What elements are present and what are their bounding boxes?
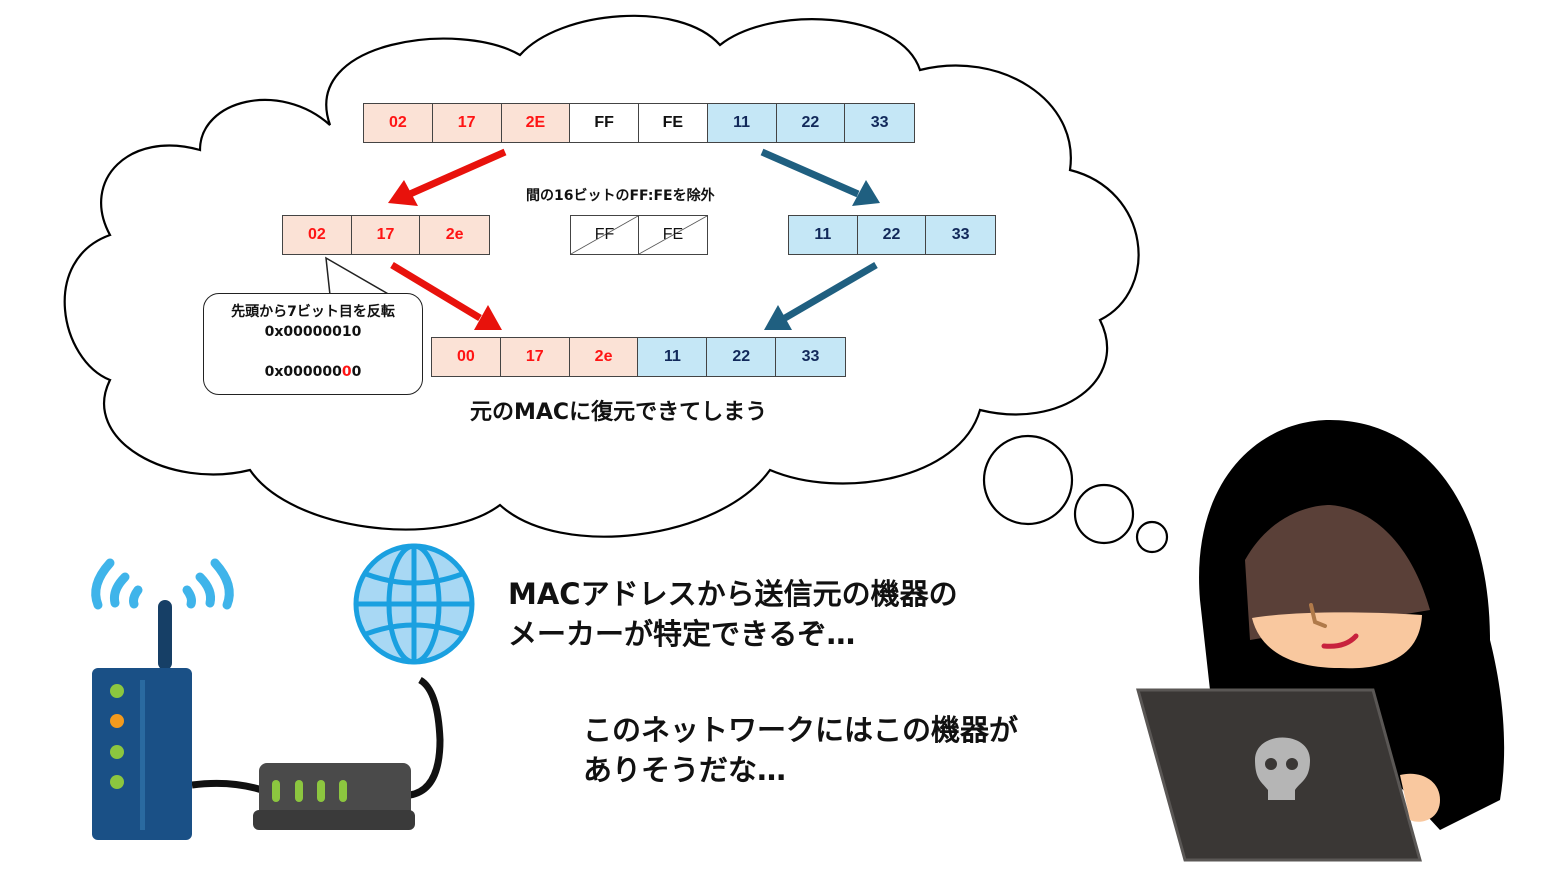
mac-byte: 00	[432, 338, 501, 376]
arrow-vendor-split	[388, 148, 507, 206]
arrow-vendor-restore	[390, 262, 502, 330]
vendor-part-row: 02 17 2e	[282, 215, 490, 255]
callout-tail	[325, 256, 391, 296]
after-prefix: 0x000000	[264, 364, 342, 380]
callout-before: 0x00000010	[264, 324, 362, 340]
thought-text-1: MACアドレスから送信元の機器の メーカーが特定できるぞ…	[508, 574, 958, 654]
restored-mac-row: 00 17 2e 11 22 33	[431, 337, 846, 377]
thought-line: メーカーが特定できるぞ…	[508, 617, 856, 651]
mac-byte: FF	[570, 104, 639, 142]
arrow-host-split	[760, 148, 880, 206]
mac-byte: 2e	[420, 216, 489, 254]
removed-bytes-row: FF FE	[570, 215, 708, 255]
bit-flip-callout: 先頭から7ビット目を反転 0x00000010 0x00000000	[203, 293, 423, 395]
mac-byte: 33	[845, 104, 914, 142]
thought-bubble-small	[1135, 520, 1169, 554]
thought-bubble-medium	[1073, 483, 1135, 545]
thought-text-2: このネットワークにはこの機器が ありそうだな…	[583, 710, 1018, 790]
thought-cloud	[63, 14, 1140, 538]
host-part-row: 11 22 33	[788, 215, 996, 255]
mac-byte: 33	[926, 216, 995, 254]
mac-byte: 2e	[569, 338, 639, 376]
arrow-host-restore	[764, 261, 878, 330]
flipped-bit: 0	[341, 364, 352, 380]
original-mac-row: 02 17 2E FF FE 11 22 33	[363, 103, 915, 143]
thought-line: ありそうだな…	[583, 753, 787, 787]
mac-byte: 02	[364, 104, 433, 142]
thought-line: MACアドレスから送信元の機器の	[508, 577, 958, 611]
thought-bubble-large	[982, 434, 1074, 526]
mac-byte: 33	[776, 338, 845, 376]
mac-byte: 22	[776, 104, 846, 142]
mac-byte: 11	[789, 216, 858, 254]
callout-title: 先頭から7ビット目を反転	[231, 304, 395, 320]
mac-byte: 17	[500, 338, 570, 376]
mac-byte: 02	[283, 216, 352, 254]
thought-line: このネットワークにはこの機器が	[583, 713, 1019, 747]
removed-caption: 間の16ビットのFF:FEを除外	[526, 188, 715, 204]
mac-byte: 2E	[501, 104, 571, 142]
removed-byte: FF	[571, 216, 639, 254]
mac-byte: 11	[707, 104, 777, 142]
mac-byte: 17	[351, 216, 421, 254]
mac-byte: 11	[638, 338, 708, 376]
mac-byte: 22	[857, 216, 927, 254]
mac-byte: FE	[639, 104, 708, 142]
callout-after: 0x00000000	[204, 362, 422, 382]
mac-byte: 22	[707, 338, 777, 376]
mac-byte: 17	[432, 104, 502, 142]
restored-caption: 元のMACに復元できてしまう	[470, 400, 768, 425]
removed-byte: FE	[639, 216, 707, 254]
after-suffix: 0	[351, 364, 362, 380]
